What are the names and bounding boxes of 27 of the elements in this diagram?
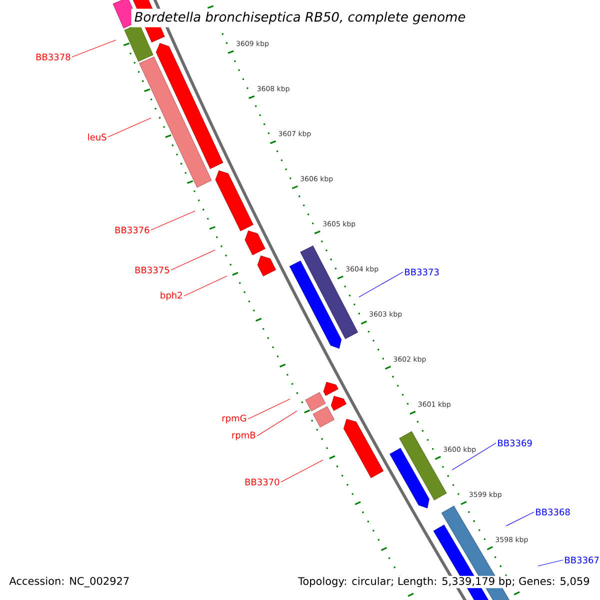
- gene-label: BB3378: [36, 54, 70, 60]
- gene-label: bph2: [160, 292, 182, 300]
- topology-text: Topology: circular; Length: 5,339,179 bp; Genes: 5,059: [297, 576, 591, 588]
- leader-line: [280, 460, 324, 482]
- gene-label: BB3369: [498, 440, 532, 446]
- gene-label: BB3370: [245, 478, 280, 486]
- accession-text: Accession: NC_002927: [8, 576, 131, 588]
- leader-line: [538, 560, 564, 566]
- gene-label: BB3367: [565, 556, 599, 564]
- leader-line: [108, 118, 152, 138]
- leader-line: [150, 210, 196, 230]
- leader-line: [248, 398, 290, 420]
- leader-line: [170, 250, 216, 270]
- leader-line: [506, 512, 534, 526]
- gene-label: BB3368: [536, 508, 570, 516]
- gene-label: rpmB: [232, 432, 256, 440]
- leader-line: [184, 276, 228, 296]
- leader-line: [452, 442, 496, 470]
- gene-label: BB3376: [115, 226, 150, 234]
- title: Bordetella bronchiseptica RB50, complete genome: [131, 8, 469, 28]
- leader-line: [72, 40, 116, 58]
- gene-label: leuS: [88, 134, 106, 140]
- gene-label: BB3373: [405, 268, 439, 276]
- leader-line: [256, 410, 298, 436]
- leader-line: [358, 272, 404, 298]
- gene-label: BB3375: [135, 266, 169, 274]
- gene-label: rpmG: [222, 414, 246, 424]
